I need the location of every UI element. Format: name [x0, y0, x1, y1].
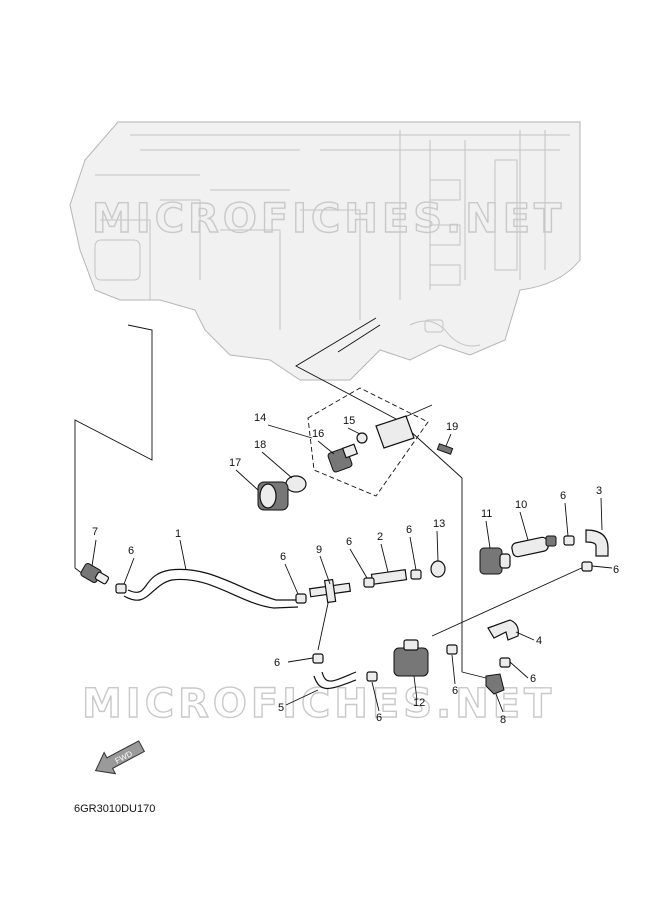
- parts: [80, 415, 609, 695]
- bolt-19: [436, 443, 454, 455]
- part-8-fitting: [485, 673, 505, 695]
- fwd-arrow-icon: FWD: [94, 740, 146, 775]
- part-17-housing: [257, 481, 289, 511]
- hose-2: [370, 569, 408, 585]
- callout-15: 15: [343, 415, 355, 427]
- callout-6b: 6: [280, 551, 286, 563]
- callout-8: 8: [500, 714, 506, 726]
- callout-13: 13: [433, 518, 445, 530]
- clamp-6h: [366, 671, 378, 682]
- callout-11: 11: [481, 508, 492, 520]
- engine-block: [69, 121, 581, 381]
- callout-6f: 6: [613, 564, 619, 576]
- callout-14: 14: [254, 412, 266, 424]
- part-16-sensor: [327, 443, 359, 473]
- callout-2: 2: [377, 531, 383, 543]
- callout-6c: 6: [346, 536, 352, 548]
- callout-6g: 6: [274, 657, 280, 669]
- callout-6a: 6: [128, 545, 134, 557]
- clamp-6d: [410, 569, 422, 580]
- clamp-6j: [499, 657, 511, 668]
- callout-9: 9: [316, 544, 322, 556]
- routing-lines: [74, 317, 587, 679]
- part-12-separator: [393, 639, 429, 677]
- callout-6j: 6: [530, 673, 536, 685]
- ring-18: [285, 475, 307, 493]
- part-3-elbow: [585, 529, 609, 557]
- clamp-6f: [581, 561, 593, 572]
- ring-13: [430, 560, 446, 578]
- callouts: 1 2 3 4 5 6 6 6 6 6 6 6 6 6 6 7 8 9 10 1…: [92, 412, 619, 726]
- hoses: [123, 568, 408, 690]
- callout-4: 4: [536, 635, 542, 647]
- callout-16: 16: [312, 428, 324, 440]
- part-4-elbow: [487, 619, 519, 641]
- callout-6h: 6: [376, 712, 382, 724]
- callout-1: 1: [175, 528, 181, 540]
- callout-5: 5: [278, 702, 284, 714]
- clamp-6e: [563, 535, 575, 546]
- watermark-top: MICROFICHES.NET: [92, 196, 565, 242]
- callout-19: 19: [446, 421, 458, 433]
- callout-6e: 6: [560, 490, 566, 502]
- oring-15: [356, 432, 368, 444]
- callout-6d: 6: [406, 524, 412, 536]
- clamp-6b: [295, 593, 307, 604]
- part-10-valve: [511, 535, 557, 558]
- callout-7: 7: [92, 526, 98, 538]
- clamp-6a: [115, 583, 127, 594]
- callout-12: 12: [413, 697, 425, 709]
- callout-17: 17: [229, 457, 241, 469]
- callout-10: 10: [515, 499, 527, 511]
- callout-leaders: [91, 424, 613, 713]
- callout-6i: 6: [452, 685, 458, 697]
- watermark-bottom: MICROFICHES.NET: [82, 681, 555, 727]
- part-11-filter: [479, 547, 511, 575]
- callout-3: 3: [596, 485, 602, 497]
- part-7-fitting: [80, 563, 110, 585]
- clamp-6i: [446, 644, 458, 655]
- clamp-6c: [363, 577, 375, 588]
- clamp-6g: [312, 653, 324, 664]
- drawing-code: 6GR3010DU170: [74, 803, 156, 815]
- callout-18: 18: [254, 439, 266, 451]
- part-14-bracket: [375, 415, 415, 449]
